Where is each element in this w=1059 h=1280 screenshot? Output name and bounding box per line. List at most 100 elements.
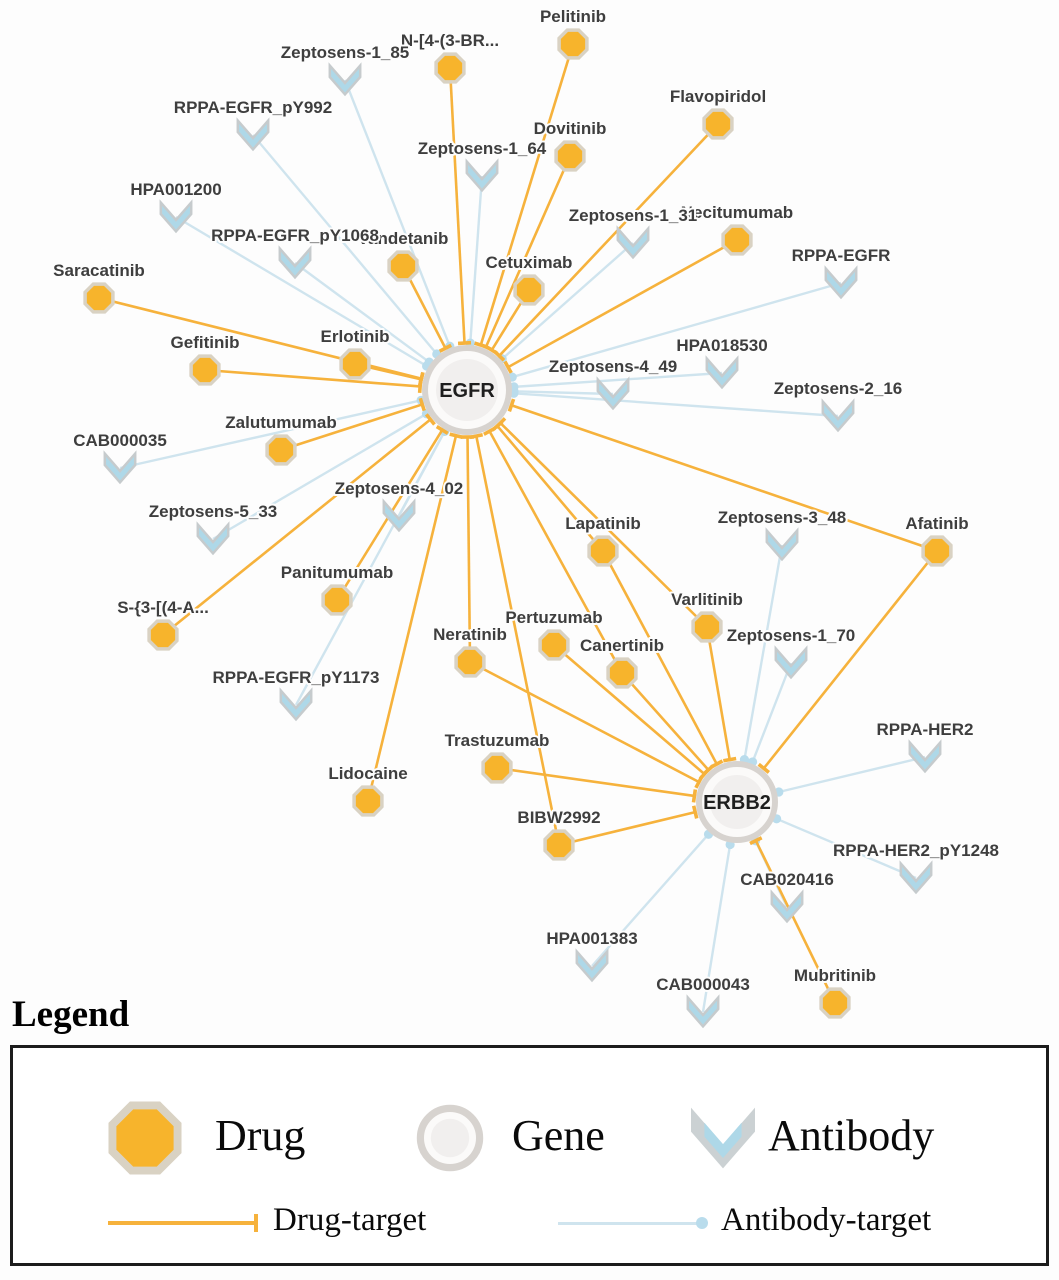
drug-target-edge: [469, 660, 700, 784]
drug-target-edge: [280, 403, 423, 452]
drug-target-edge: [496, 766, 695, 798]
drug-target-edge: [498, 123, 719, 357]
drug-label: Saracatinib: [53, 261, 145, 280]
antibody-node: [765, 527, 799, 562]
drug-node: [557, 28, 589, 60]
drug-label: BIBW2992: [517, 808, 600, 827]
antibody-node: [821, 398, 855, 433]
antibody-label: Zeptosens-1_85: [281, 43, 410, 62]
drug-node: [543, 829, 575, 861]
drug-label: Varlitinib: [671, 590, 743, 609]
antibody-target-edge-sample: [558, 1217, 708, 1229]
antibody-label: CAB020416: [740, 870, 834, 889]
dot-arrowhead-icon: [696, 1217, 708, 1229]
antibody-target-edge: [778, 755, 926, 794]
drug-target-edge: [499, 422, 708, 628]
antibody-node: [279, 687, 313, 722]
drug-target-edge: [475, 435, 561, 846]
antibody-node: [465, 158, 499, 193]
tee-arrowhead-icon: [691, 805, 699, 819]
tee-arrowhead-icon: [494, 417, 507, 429]
drug-node: [921, 535, 953, 567]
drug-node: [387, 250, 419, 282]
drug-label: Pelitinib: [540, 7, 606, 26]
tee-arrowhead-icon: [483, 426, 497, 436]
drug-node: [691, 611, 723, 643]
antibody-node: [616, 225, 650, 260]
drug-target-edge: [466, 436, 472, 663]
antibody-node: [278, 245, 312, 280]
antibody-target-edge: [501, 242, 634, 360]
antibody-label: RPPA-HER2: [877, 720, 974, 739]
antibody-label: RPPA-EGFR_pY992: [174, 98, 332, 117]
antibody-target-edge: [119, 399, 422, 470]
drug-target-edge: [705, 626, 732, 760]
tee-arrowhead-icon: [723, 756, 737, 763]
legend-label-antibody: Antibody: [768, 1111, 935, 1160]
antibody-label: CAB000035: [73, 431, 167, 450]
drug-target-edge: [507, 238, 738, 369]
tee-arrowhead-icon: [503, 360, 513, 374]
node-layer: [83, 28, 953, 1029]
drug-node: [265, 434, 297, 466]
legend-label-gene: Gene: [512, 1111, 605, 1160]
antibody-target-edge: [776, 817, 917, 880]
legend-box: Drug Gene Antibody Drug-target Antibody-…: [10, 1045, 1049, 1266]
drug-label: Neratinib: [433, 625, 507, 644]
drug-target-edge: [558, 810, 696, 847]
antibody-label: Zeptosens-4_02: [335, 479, 464, 498]
drug-label: Erlotinib: [321, 327, 390, 346]
drug-label: Vandetanib: [358, 229, 449, 248]
antibody-node: [774, 645, 808, 680]
antibody-label: Zeptosens-1_64: [418, 139, 547, 158]
drug-node: [83, 282, 115, 314]
tee-arrowhead-icon: [449, 432, 463, 439]
antibody-node: [159, 199, 193, 234]
drug-node: [721, 224, 753, 256]
drug-target-edge: [762, 550, 939, 770]
drug-target-edge: [754, 840, 837, 1004]
tee-arrowhead-icon: [507, 398, 516, 412]
tee-arrowhead-icon: [757, 762, 771, 774]
antibody-label: Zeptosens-2_16: [774, 379, 903, 398]
drug-node: [189, 354, 221, 386]
drug-node: [554, 140, 586, 172]
drug-label: Zalutumumab: [225, 413, 336, 432]
tee-arrowhead-icon: [691, 789, 698, 803]
drug-label: Flavopiridol: [670, 87, 766, 106]
drug-node: [454, 646, 486, 678]
drug-icon: [108, 1101, 182, 1175]
antibody-target-edge: [343, 79, 451, 347]
antibody-node: [236, 117, 270, 152]
tee-arrowhead-icon: [698, 767, 710, 781]
gene-label: ERBB2: [703, 792, 771, 814]
antibody-node: [328, 62, 362, 97]
antibody-target-edge: [212, 412, 428, 541]
antibody-target-edge: [294, 262, 430, 364]
tee-arrowhead-icon: [417, 372, 425, 387]
drug-target-edge: [484, 155, 572, 348]
legend-title: Legend: [12, 994, 130, 1035]
drug-label: Panitumumab: [281, 563, 393, 582]
antibody-label: HPA001200: [130, 180, 221, 199]
antibody-target-edge: [175, 215, 428, 368]
drug-node: [352, 785, 384, 817]
drug-node: [702, 108, 734, 140]
tee-arrowhead-icon: [749, 836, 763, 846]
antibody-node: [686, 994, 720, 1029]
drug-label: Mubritinib: [794, 966, 876, 985]
drug-target-edge: [601, 550, 718, 765]
tee-arrowhead-icon: [469, 433, 484, 440]
antibody-label: RPPA-HER2_pY1248: [833, 841, 999, 860]
antibody-label: HPA018530: [676, 336, 767, 355]
drug-label: S-{3-[(4-A...: [117, 598, 209, 617]
tee-arrowhead-icon: [485, 345, 499, 356]
drug-label: Pertuzumab: [505, 608, 602, 627]
drug-label: Lidocaine: [328, 764, 407, 783]
drug-target-edge: [553, 644, 706, 775]
antibody-label: CAB000043: [656, 975, 750, 994]
antibody-label: RPPA-EGFR: [792, 246, 891, 265]
antibody-node: [596, 376, 630, 411]
drug-node: [606, 657, 638, 689]
